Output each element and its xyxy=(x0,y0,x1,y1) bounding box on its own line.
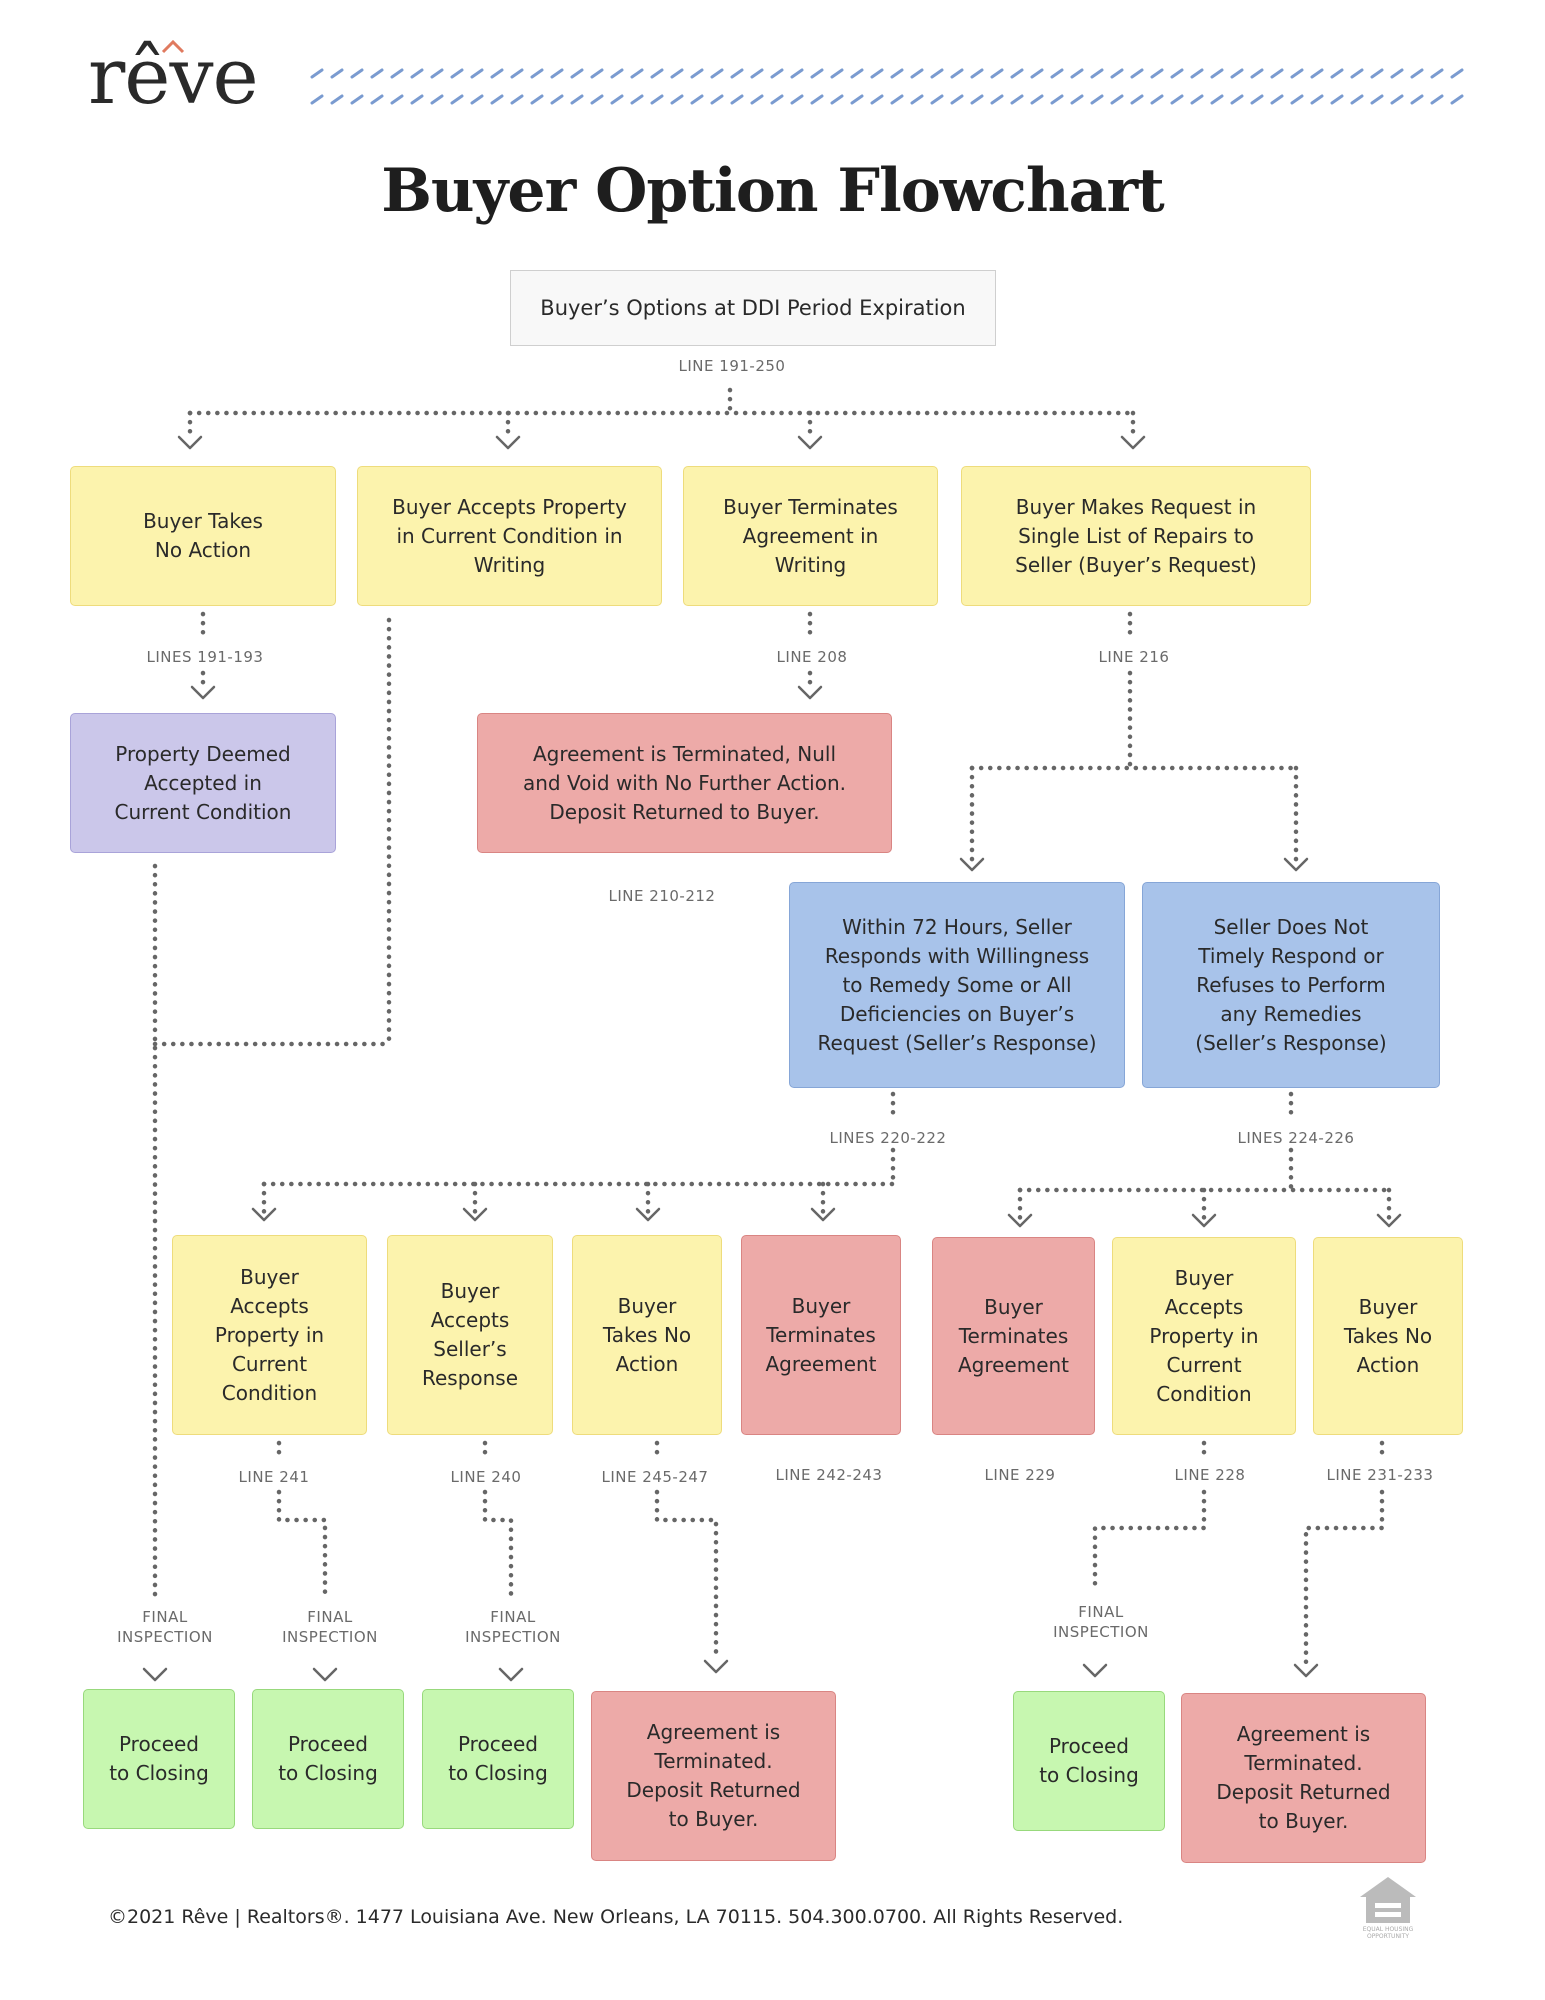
arrowhead-icon xyxy=(312,1667,338,1682)
agreement-terminated-deposit-node-a: Agreement is Terminated. Deposit Returne… xyxy=(591,1691,836,1861)
equal-housing-icon xyxy=(1360,1877,1416,1923)
arrowhead-icon xyxy=(1120,435,1146,450)
buyer-makes-request-node: Buyer Makes Request in Single List of Re… xyxy=(961,466,1311,606)
arrowhead-icon xyxy=(251,1207,277,1222)
connector-line xyxy=(1303,1489,1385,1668)
connector-line xyxy=(654,1489,719,1663)
line-label-208: LINE 208 xyxy=(776,648,848,666)
agreement-terminated-null-node: Agreement is Terminated, Null and Void w… xyxy=(477,713,892,853)
arrowhead-icon xyxy=(1082,1663,1108,1678)
a-buyer-takes-no-action-node: Buyer Takes No Action xyxy=(572,1235,722,1435)
a-buyer-terminates-agreement-node: Buyer Terminates Agreement xyxy=(741,1235,901,1435)
final-inspection-label-2: FINAL INSPECTION xyxy=(282,1608,378,1646)
connector-line xyxy=(276,1489,328,1598)
arrowhead-icon xyxy=(797,685,823,700)
final-inspection-label-1: FINAL INSPECTION xyxy=(117,1608,213,1646)
arrowhead-icon xyxy=(810,1207,836,1222)
proceed-to-closing-node-2: Proceed to Closing xyxy=(252,1689,404,1829)
seller-does-not-respond-node: Seller Does Not Timely Respond or Refuse… xyxy=(1142,882,1440,1088)
arrowhead-icon xyxy=(635,1207,661,1222)
line-label-no-action: LINES 191-193 xyxy=(146,648,264,666)
arrowhead-icon xyxy=(1293,1663,1319,1678)
proceed-to-closing-node-4: Proceed to Closing xyxy=(1013,1691,1165,1831)
b-buyer-terminates-agreement-node: Buyer Terminates Agreement xyxy=(932,1237,1095,1435)
arrowhead-icon xyxy=(498,1667,524,1682)
line-label-216: LINE 216 xyxy=(1098,648,1170,666)
root-node: Buyer’s Options at DDI Period Expiration xyxy=(510,270,996,346)
equal-housing-text: EQUAL HOUSING OPPORTUNITY xyxy=(1362,1926,1414,1940)
connector-arrowheads xyxy=(142,435,1402,1682)
line-label-240: LINE 240 xyxy=(450,1468,522,1486)
arrowhead-icon xyxy=(190,685,216,700)
line-label-228: LINE 228 xyxy=(1174,1466,1246,1484)
arrowhead-icon xyxy=(177,435,203,450)
line-label-242: LINE 242-243 xyxy=(775,1466,883,1484)
proceed-to-closing-node-1: Proceed to Closing xyxy=(83,1689,235,1829)
page-title: Buyer Option Flowchart xyxy=(381,156,1165,226)
arrowhead-icon xyxy=(1007,1213,1033,1228)
line-label-224: LINES 224-226 xyxy=(1237,1129,1355,1147)
line-label-229: LINE 229 xyxy=(984,1466,1056,1484)
seller-responds-node: Within 72 Hours, Seller Responds with Wi… xyxy=(789,882,1125,1088)
dotted-connectors xyxy=(152,387,1392,1668)
footer-copyright: ©2021 Rêve | Realtors®. 1477 Louisiana A… xyxy=(108,1906,1124,1928)
buyer-accepts-property-node: Buyer Accepts Property in Current Condit… xyxy=(357,466,662,606)
agreement-terminated-deposit-node-b: Agreement is Terminated. Deposit Returne… xyxy=(1181,1693,1426,1863)
line-label-220: LINES 220-222 xyxy=(829,1129,947,1147)
reve-logo: rêve xyxy=(88,32,259,122)
decorative-hatch-pattern xyxy=(310,68,1464,105)
arrowhead-icon xyxy=(142,1667,168,1682)
arrowhead-icon xyxy=(797,435,823,450)
logo-caret-icon xyxy=(161,39,185,54)
arrowhead-icon xyxy=(959,857,985,872)
buyer-takes-no-action-node: Buyer Takes No Action xyxy=(70,466,336,606)
line-label-root: LINE 191-250 xyxy=(678,357,786,375)
line-label-241: LINE 241 xyxy=(238,1468,310,1486)
final-inspection-label-3: FINAL INSPECTION xyxy=(465,1608,561,1646)
arrowhead-icon xyxy=(1283,857,1309,872)
final-inspection-label-4: FINAL INSPECTION xyxy=(1053,1603,1149,1641)
buyer-terminates-agreement-node: Buyer Terminates Agreement in Writing xyxy=(683,466,938,606)
b-buyer-accepts-property-node: Buyer Accepts Property in Current Condit… xyxy=(1112,1237,1296,1435)
arrowhead-icon xyxy=(703,1659,729,1674)
equal-housing-badge: EQUAL HOUSING OPPORTUNITY xyxy=(1352,1926,1424,1940)
line-label-245: LINE 245-247 xyxy=(601,1468,709,1486)
arrowhead-icon xyxy=(1191,1213,1217,1228)
arrowhead-icon xyxy=(1376,1213,1402,1228)
a-buyer-accepts-property-node: Buyer Accepts Property in Current Condit… xyxy=(172,1235,367,1435)
line-label-210: LINE 210-212 xyxy=(608,887,716,905)
connector-line xyxy=(1092,1489,1207,1593)
line-label-231: LINE 231-233 xyxy=(1326,1466,1434,1484)
b-buyer-takes-no-action-node: Buyer Takes No Action xyxy=(1313,1237,1463,1435)
property-deemed-accepted-node: Property Deemed Accepted in Current Cond… xyxy=(70,713,336,853)
proceed-to-closing-node-3: Proceed to Closing xyxy=(422,1689,574,1829)
arrowhead-icon xyxy=(495,435,521,450)
connector-line xyxy=(482,1489,514,1598)
arrowhead-icon xyxy=(462,1207,488,1222)
a-buyer-accepts-sellers-response-node: Buyer Accepts Seller’s Response xyxy=(387,1235,553,1435)
